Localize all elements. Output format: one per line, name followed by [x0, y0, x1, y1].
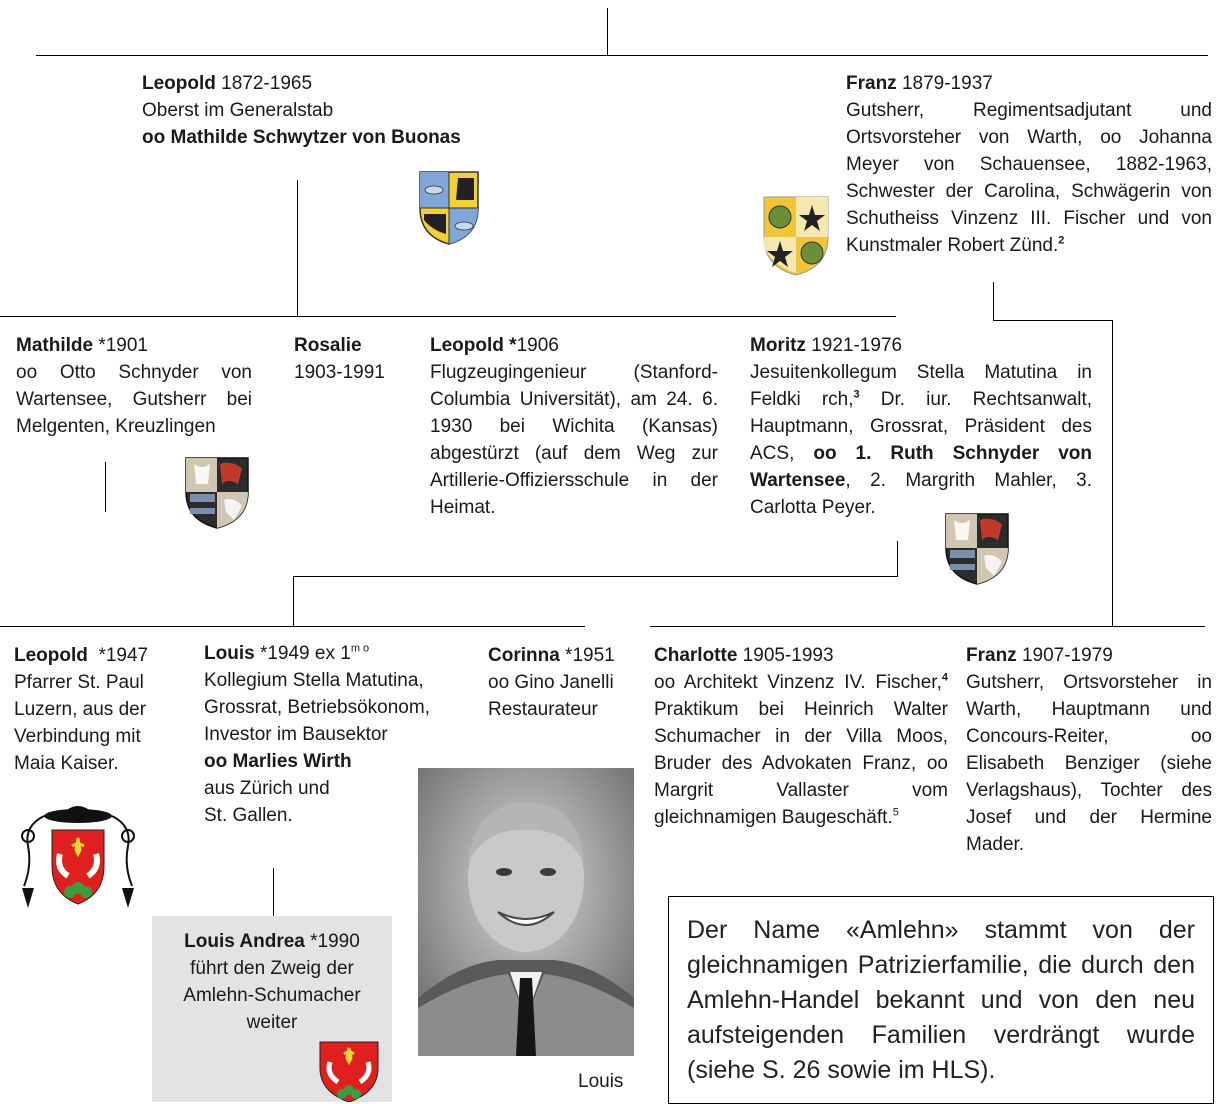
- tree-line: [0, 626, 585, 627]
- person-description: Amlehn-Schumacher: [183, 985, 361, 1006]
- footnote-marker: 4: [941, 671, 948, 684]
- tree-line: [0, 316, 896, 317]
- person-description: führt den Zweig der: [190, 958, 354, 979]
- tree-line: [273, 868, 274, 916]
- person-franz-1879: Franz 1879-1937 Gutsherr, Regimentsadjut…: [846, 70, 1212, 259]
- coat-of-arms-meyer: [763, 196, 829, 276]
- person-name: Charlotte: [654, 645, 738, 666]
- coat-of-arms-schnyder: [945, 513, 1009, 585]
- coat-of-arms-ecclesiastical: [21, 806, 135, 908]
- person-description: oo Gino Janelli: [488, 672, 614, 693]
- tree-line: [607, 8, 608, 56]
- coat-of-arms-schwytzer: [419, 171, 479, 245]
- person-years: 1903-1991: [294, 362, 385, 383]
- portrait-photo: [418, 768, 634, 1056]
- person-description: weiter: [246, 1012, 298, 1033]
- person-franz-1907: Franz 1907-1979 Gutsherr, Ortsvorsteher …: [966, 642, 1212, 858]
- tree-line: [993, 282, 994, 320]
- person-description: Gutsherr, Ortsvorsteher in Warth, Hauptm…: [966, 672, 1212, 855]
- person-description: Pfarrer St. Paul Luzern, aus der Verbind…: [14, 672, 147, 774]
- note-text: Der Name «Amlehn» stammt von der gleichn…: [687, 916, 1195, 1084]
- person-name: Franz: [966, 645, 1017, 666]
- person-years: 1906: [516, 335, 559, 356]
- tree-line: [297, 180, 298, 316]
- person-corinna: Corinna *1951 oo Gino Janelli Restaurate…: [488, 642, 638, 723]
- marriage-text: oo Mathilde Schwytzer von Buonas: [142, 127, 461, 148]
- person-charlotte: Charlotte 1905-1993 oo Architekt Vinzenz…: [654, 642, 948, 831]
- person-years: *1949 ex 1: [254, 643, 351, 664]
- person-name: Leopold: [142, 73, 216, 94]
- tree-line: [293, 576, 898, 577]
- person-moritz: Moritz 1921-1976 Jesuitenkollegum Stella…: [750, 332, 1092, 521]
- person-years: 1879-1937: [896, 73, 993, 94]
- person-description: Kollegium Stella Matutina, Grossrat, Bet…: [204, 670, 430, 745]
- tree-line: [293, 576, 294, 626]
- origin-line: aus Zürich und: [204, 778, 330, 799]
- person-name: Leopold: [14, 645, 88, 666]
- portrait-image: [418, 768, 634, 1056]
- person-name: Leopold *: [430, 335, 517, 356]
- tree-line: [650, 626, 1205, 627]
- person-description: oo Otto Schnyder von Wartensee, Gutsherr…: [16, 362, 252, 437]
- person-years: 1921-1976: [805, 335, 903, 356]
- coat-of-arms-schnyder: [185, 457, 249, 529]
- person-leopold-1906: Leopold *1906 Flugzeugingenieur (Stanfor…: [430, 332, 718, 521]
- person-name: Rosalie: [294, 335, 362, 356]
- person-louis: Louis *1949 ex 1m o Kollegium Stella Mat…: [204, 640, 474, 829]
- person-rosalie: Rosalie 1903-1991: [294, 332, 414, 386]
- person-description: Flugzeugingenieur (Stanford-Columbia Uni…: [430, 362, 718, 518]
- person-years: *1951: [559, 645, 615, 666]
- person-description: oo Architekt Vinzenz IV. Fischer,: [654, 672, 942, 693]
- tree-line: [36, 55, 1208, 56]
- coat-of-arms-amlehn: [319, 1041, 379, 1102]
- person-description-cont: Praktikum bei Heinrich Walter Schumacher…: [654, 699, 948, 828]
- person-years: *1990: [304, 931, 360, 952]
- photo-caption: Louis: [578, 1071, 624, 1092]
- person-description: Gutsherr, Regimentsadjutant und Ortsvors…: [846, 100, 1212, 256]
- person-description-end: , 2. Margrith Mahler, 3. Carlotta Peyer.: [750, 470, 1092, 518]
- marriage-text: oo 1. Ruth Schnyder von Wartensee: [750, 443, 1092, 491]
- footnote-marker: 5: [892, 806, 899, 819]
- person-louis-andrea: Louis Andrea *1990 führt den Zweig der A…: [152, 916, 392, 1102]
- person-years: *1947: [87, 645, 149, 666]
- person-name: Franz: [846, 73, 897, 94]
- person-description-cont: Dr. iur. Rechtsanwalt, Hauptmann, Grossr…: [750, 389, 1092, 464]
- person-description: Restaurateur: [488, 699, 598, 720]
- tree-line: [993, 320, 1113, 321]
- footnote-marker: 2: [1058, 234, 1065, 247]
- person-name: Louis: [204, 643, 255, 664]
- person-name: Louis Andrea: [184, 931, 305, 952]
- person-title: Oberst im Generalstab: [142, 100, 334, 121]
- person-years: *1901: [93, 335, 149, 356]
- person-years: 1907-1979: [1016, 645, 1113, 666]
- tree-line: [897, 541, 898, 577]
- person-name: Moritz: [750, 335, 806, 356]
- origin-line: St. Gallen.: [204, 805, 293, 826]
- person-description: Jesuitenkollegum Stella Matutina in Feld…: [750, 362, 1092, 410]
- superscript: m o: [350, 642, 370, 655]
- footnote-marker: 3: [853, 388, 860, 401]
- person-leopold-1947: Leopold *1947 Pfarrer St. Paul Luzern, a…: [14, 642, 168, 777]
- person-leopold-1872: Leopold 1872-1965 Oberst im Generalstab …: [142, 70, 562, 151]
- tree-line: [105, 462, 106, 512]
- person-mathilde: Mathilde *1901 oo Otto Schnyder von Wart…: [16, 332, 252, 440]
- person-name: Mathilde: [16, 335, 94, 356]
- marriage-text: oo Marlies Wirth: [204, 751, 352, 772]
- person-years: 1872-1965: [215, 73, 313, 94]
- person-years: 1905-1993: [737, 645, 834, 666]
- person-name: Corinna: [488, 645, 560, 666]
- note-box: Der Name «Amlehn» stammt von der gleichn…: [668, 896, 1214, 1104]
- tree-line: [1112, 320, 1113, 626]
